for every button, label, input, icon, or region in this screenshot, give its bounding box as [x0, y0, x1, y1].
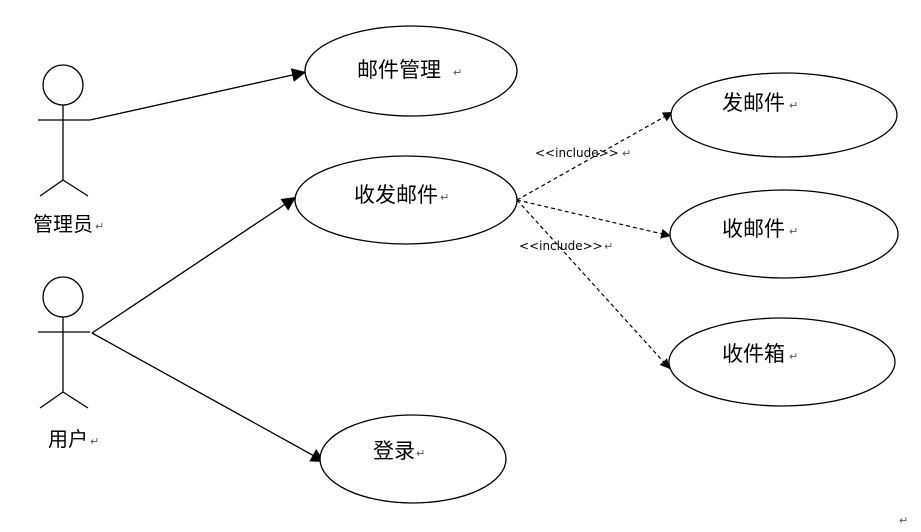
- usecase-receive-mail: [669, 189, 899, 279]
- actor-head: [42, 276, 84, 318]
- include-inbox: [516, 199, 671, 370]
- actor-user: [38, 276, 90, 409]
- include-label: <<include>>: [535, 146, 619, 160]
- actor-label-user: 用户: [48, 427, 88, 451]
- paragraph-mark: ↵: [90, 435, 99, 448]
- association-admin-mail-management: [89, 68, 307, 121]
- paragraph-mark: ↵: [604, 240, 613, 253]
- usecase-send-mail: [670, 72, 898, 158]
- association-user-send-receive: [91, 196, 297, 334]
- include-label: <<include>>: [519, 239, 603, 253]
- usecase-send-receive: [294, 155, 518, 245]
- usecase-label-send-mail: 发邮件: [722, 91, 785, 115]
- include-send-mail: [516, 111, 674, 201]
- actor-admin: [38, 64, 90, 197]
- paragraph-mark: ↵: [899, 514, 908, 527]
- usecase-label-inbox: 收件箱: [722, 342, 785, 366]
- usecase-inbox: [668, 317, 896, 407]
- paragraph-mark: ↵: [440, 191, 449, 204]
- paragraph-mark: ↵: [622, 147, 631, 160]
- usecase-login: [319, 414, 507, 504]
- usecase-mail-management: [304, 25, 518, 117]
- paragraph-mark: ↵: [453, 66, 462, 79]
- paragraph-mark: ↵: [789, 350, 798, 363]
- paragraph-mark: ↵: [789, 99, 798, 112]
- usecase-label-receive-mail: 收邮件: [722, 217, 785, 241]
- paragraph-mark: ↵: [95, 220, 104, 233]
- paragraph-mark: ↵: [789, 225, 798, 238]
- usecase-label-login: 登录: [373, 439, 415, 463]
- usecase-label-mail-management: 邮件管理: [357, 58, 441, 82]
- actor-head: [42, 64, 84, 106]
- paragraph-mark: ↵: [416, 447, 425, 460]
- usecase-label-send-receive: 收发邮件: [354, 183, 438, 207]
- actor-label-admin: 管理员: [33, 212, 93, 236]
- association-user-login: [91, 332, 326, 463]
- include-receive-mail: [516, 199, 672, 239]
